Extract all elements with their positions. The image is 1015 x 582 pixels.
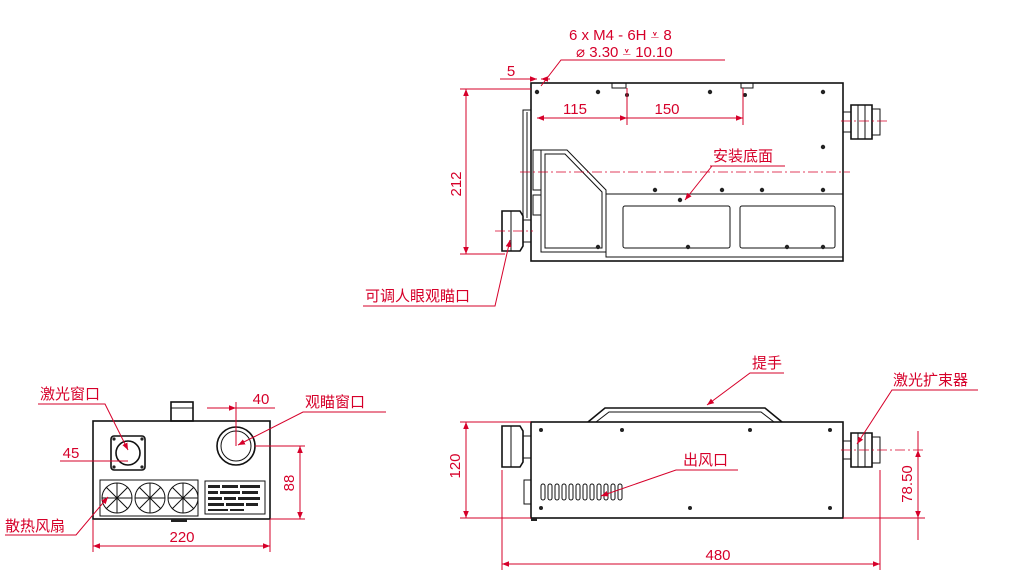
callout-leader	[540, 59, 725, 87]
label-view-window: 观瞄窗口	[305, 393, 365, 411]
callout-thread: 6 x M4 - 6H ⩡ 8	[569, 27, 672, 44]
dim-220: 220	[169, 529, 194, 546]
dim-5: 5	[507, 63, 515, 80]
top-view-inner-panel	[540, 149, 607, 253]
callout-hole: ⌀ 3.30 ⩡ 10.10	[576, 44, 673, 61]
dim-212: 212	[448, 171, 465, 196]
dim-120: 120	[447, 453, 464, 478]
dim-480: 480	[705, 547, 730, 564]
side-view-body	[530, 421, 844, 519]
top-view-beam-expander	[842, 104, 881, 140]
label-fans: 散热风扇	[5, 517, 65, 535]
mounting-holes	[534, 89, 826, 250]
laser-window	[110, 435, 146, 471]
label-eyepiece: 可调人眼观瞄口	[365, 287, 470, 305]
top-view: 212 115 150 5 6 x M4 - 6H ⩡ 8 ⌀ 3.30 ⩡ 1…	[363, 27, 890, 307]
dim-45: 45	[63, 445, 80, 462]
dim-78-50: 78.50	[899, 465, 916, 503]
air-outlet-vents	[540, 483, 623, 501]
label-laser-window: 激光窗口	[40, 385, 100, 403]
front-view: 220 88 40 45 激光窗口 观瞄窗口 散热风扇	[5, 385, 386, 552]
dim-88: 88	[281, 475, 298, 492]
side-view: 120 480 78.50 提手 激光扩束器 出风口	[447, 354, 978, 570]
dim-150: 150	[654, 101, 679, 118]
handle	[587, 407, 783, 423]
label-handle: 提手	[752, 354, 782, 372]
dim-115: 115	[563, 101, 587, 118]
dim-40: 40	[253, 391, 270, 408]
label-mount-face: 安装底面	[713, 147, 773, 165]
label-expander: 激光扩束器	[893, 371, 968, 389]
connector-panel	[204, 480, 266, 515]
cooling-fans	[99, 479, 199, 517]
side-view-eyepiece	[501, 425, 531, 468]
top-view-compartment	[605, 193, 844, 258]
label-air-outlet: 出风口	[683, 451, 728, 469]
